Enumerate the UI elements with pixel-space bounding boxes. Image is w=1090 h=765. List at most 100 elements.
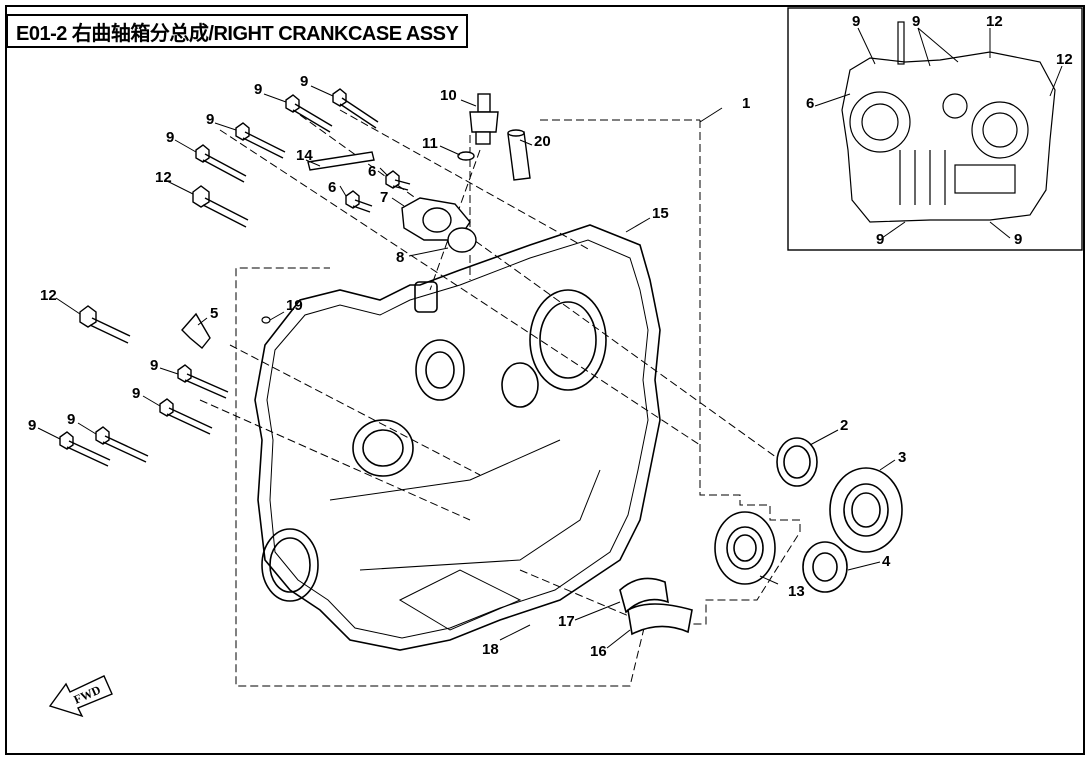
- bolt-12-top: [192, 185, 249, 228]
- callout-14: 14: [296, 147, 313, 164]
- bolt-6-a: [385, 170, 411, 191]
- callout-9-c: 9: [206, 111, 214, 128]
- bolt-6-b: [345, 190, 373, 213]
- bolt-9-left: [195, 144, 247, 183]
- callout-9-h: 9: [28, 417, 36, 434]
- inset-pocket: [954, 164, 1016, 194]
- part-2-seal: [776, 437, 818, 487]
- assembly-dash-lines: [199, 109, 801, 687]
- inset-bore-left-inner: [861, 103, 899, 141]
- inset-bore-right: [971, 101, 1029, 159]
- dash-guide-d: [229, 344, 481, 476]
- part-20-dowel: [507, 129, 531, 181]
- callout-2: 2: [840, 417, 848, 434]
- callout-7: 7: [380, 189, 388, 206]
- bolt-9-lower-a: [177, 364, 229, 399]
- callout-9-f: 9: [132, 385, 140, 402]
- inset-callout-9-a: 9: [852, 13, 860, 30]
- inset-leaders: [814, 27, 1063, 239]
- bolts: [59, 88, 411, 467]
- bolt-9-lower-b: [159, 398, 213, 435]
- page-title: E01-2 右曲轴箱分总成/RIGHT CRANKCASE ASSY: [6, 14, 469, 48]
- callout-3: 3: [898, 449, 906, 466]
- inset-panel: 9 9 12 12 6 9 9: [787, 7, 1083, 251]
- crankcase-pocket: [398, 569, 522, 631]
- callout-11: 11: [422, 135, 438, 152]
- part-11-washer: [457, 151, 475, 161]
- inset-callout-9-c: 9: [876, 231, 884, 248]
- callout-5: 5: [210, 305, 218, 322]
- callout-13: 13: [788, 583, 805, 600]
- callout-10: 10: [440, 87, 457, 104]
- callout-16: 16: [590, 643, 607, 660]
- callout-9-a: 9: [254, 81, 262, 98]
- fwd-arrow: FWD: [48, 675, 113, 718]
- bore-front: [261, 528, 319, 602]
- callout-19: 19: [286, 297, 303, 314]
- dash-boundary-main: [235, 120, 801, 687]
- bore-left-inner: [362, 429, 404, 467]
- main-bearing-bore: [529, 289, 607, 391]
- part-13-bearing: [714, 511, 776, 585]
- callout-12-a: 12: [155, 169, 172, 186]
- part-19-stud: [261, 316, 271, 324]
- inset-callout-12-b: 12: [1056, 51, 1073, 68]
- callout-9-d: 9: [166, 129, 174, 146]
- bore-upper-inner: [425, 351, 455, 389]
- bolt-9-mid: [235, 122, 286, 159]
- callout-6-b: 6: [328, 179, 336, 196]
- inset-callout-6: 6: [806, 95, 814, 112]
- part-7-cover: [401, 197, 477, 253]
- callout-20: 20: [534, 133, 551, 150]
- main-bearing-bore-inner: [539, 301, 597, 379]
- bolt-9-top-a: [332, 88, 379, 129]
- callout-8: 8: [396, 249, 404, 266]
- inset-callout-9-d: 9: [1014, 231, 1022, 248]
- callout-numbers: 1 2 3 4 5 6 6 7 8 9 9 9 9 9 9 9 9 10 11 …: [28, 73, 906, 660]
- leader-lines: [37, 85, 896, 649]
- bolt-9-lower-d: [59, 431, 111, 467]
- boss-top: [414, 281, 438, 313]
- crankcase-rib-b: [329, 439, 561, 501]
- callout-4: 4: [882, 553, 891, 570]
- outer-border: [5, 5, 1085, 755]
- part-10-sensor: [457, 93, 499, 161]
- inset-callout-12-a: 12: [986, 13, 1003, 30]
- inset-bore-right-inner: [982, 112, 1018, 148]
- callout-12-b: 12: [40, 287, 57, 304]
- inset-bore-left: [849, 91, 911, 153]
- dash-guide-e: [199, 399, 471, 521]
- bore-small: [501, 362, 539, 408]
- part-17-shell: [619, 577, 669, 614]
- bolt-9-top-b: [285, 94, 333, 133]
- crankcase-body: [254, 224, 661, 651]
- bore-left: [352, 419, 414, 477]
- part-8-oring: [447, 227, 477, 253]
- bolt-9-lower-c: [95, 426, 149, 463]
- callout-1: 1: [742, 95, 750, 112]
- crankcase-inner-outline: [266, 239, 649, 639]
- callout-9-g: 9: [67, 411, 75, 428]
- bore-upper: [415, 339, 465, 401]
- inset-sensor: [897, 21, 905, 65]
- bearings: [619, 437, 903, 636]
- crankcase-rib-a: [359, 469, 601, 571]
- callout-15: 15: [652, 205, 669, 222]
- fwd-arrow-icon: [48, 675, 113, 718]
- dash-guide-b: [299, 114, 781, 461]
- part-4-bearing: [802, 541, 848, 593]
- inset-callout-9-b: 9: [912, 13, 920, 30]
- bolt-12-left: [79, 305, 131, 344]
- callout-18: 18: [482, 641, 499, 658]
- part-14-plate: [307, 151, 375, 171]
- part-16-shell: [627, 603, 693, 636]
- part-5-bracket: [181, 312, 211, 349]
- callout-9-b: 9: [300, 73, 308, 90]
- inset-bore-small: [942, 93, 968, 119]
- callout-9-e: 9: [150, 357, 158, 374]
- inset-border: [787, 7, 1083, 251]
- callout-17: 17: [558, 613, 575, 630]
- crankcase-outline: [254, 224, 661, 651]
